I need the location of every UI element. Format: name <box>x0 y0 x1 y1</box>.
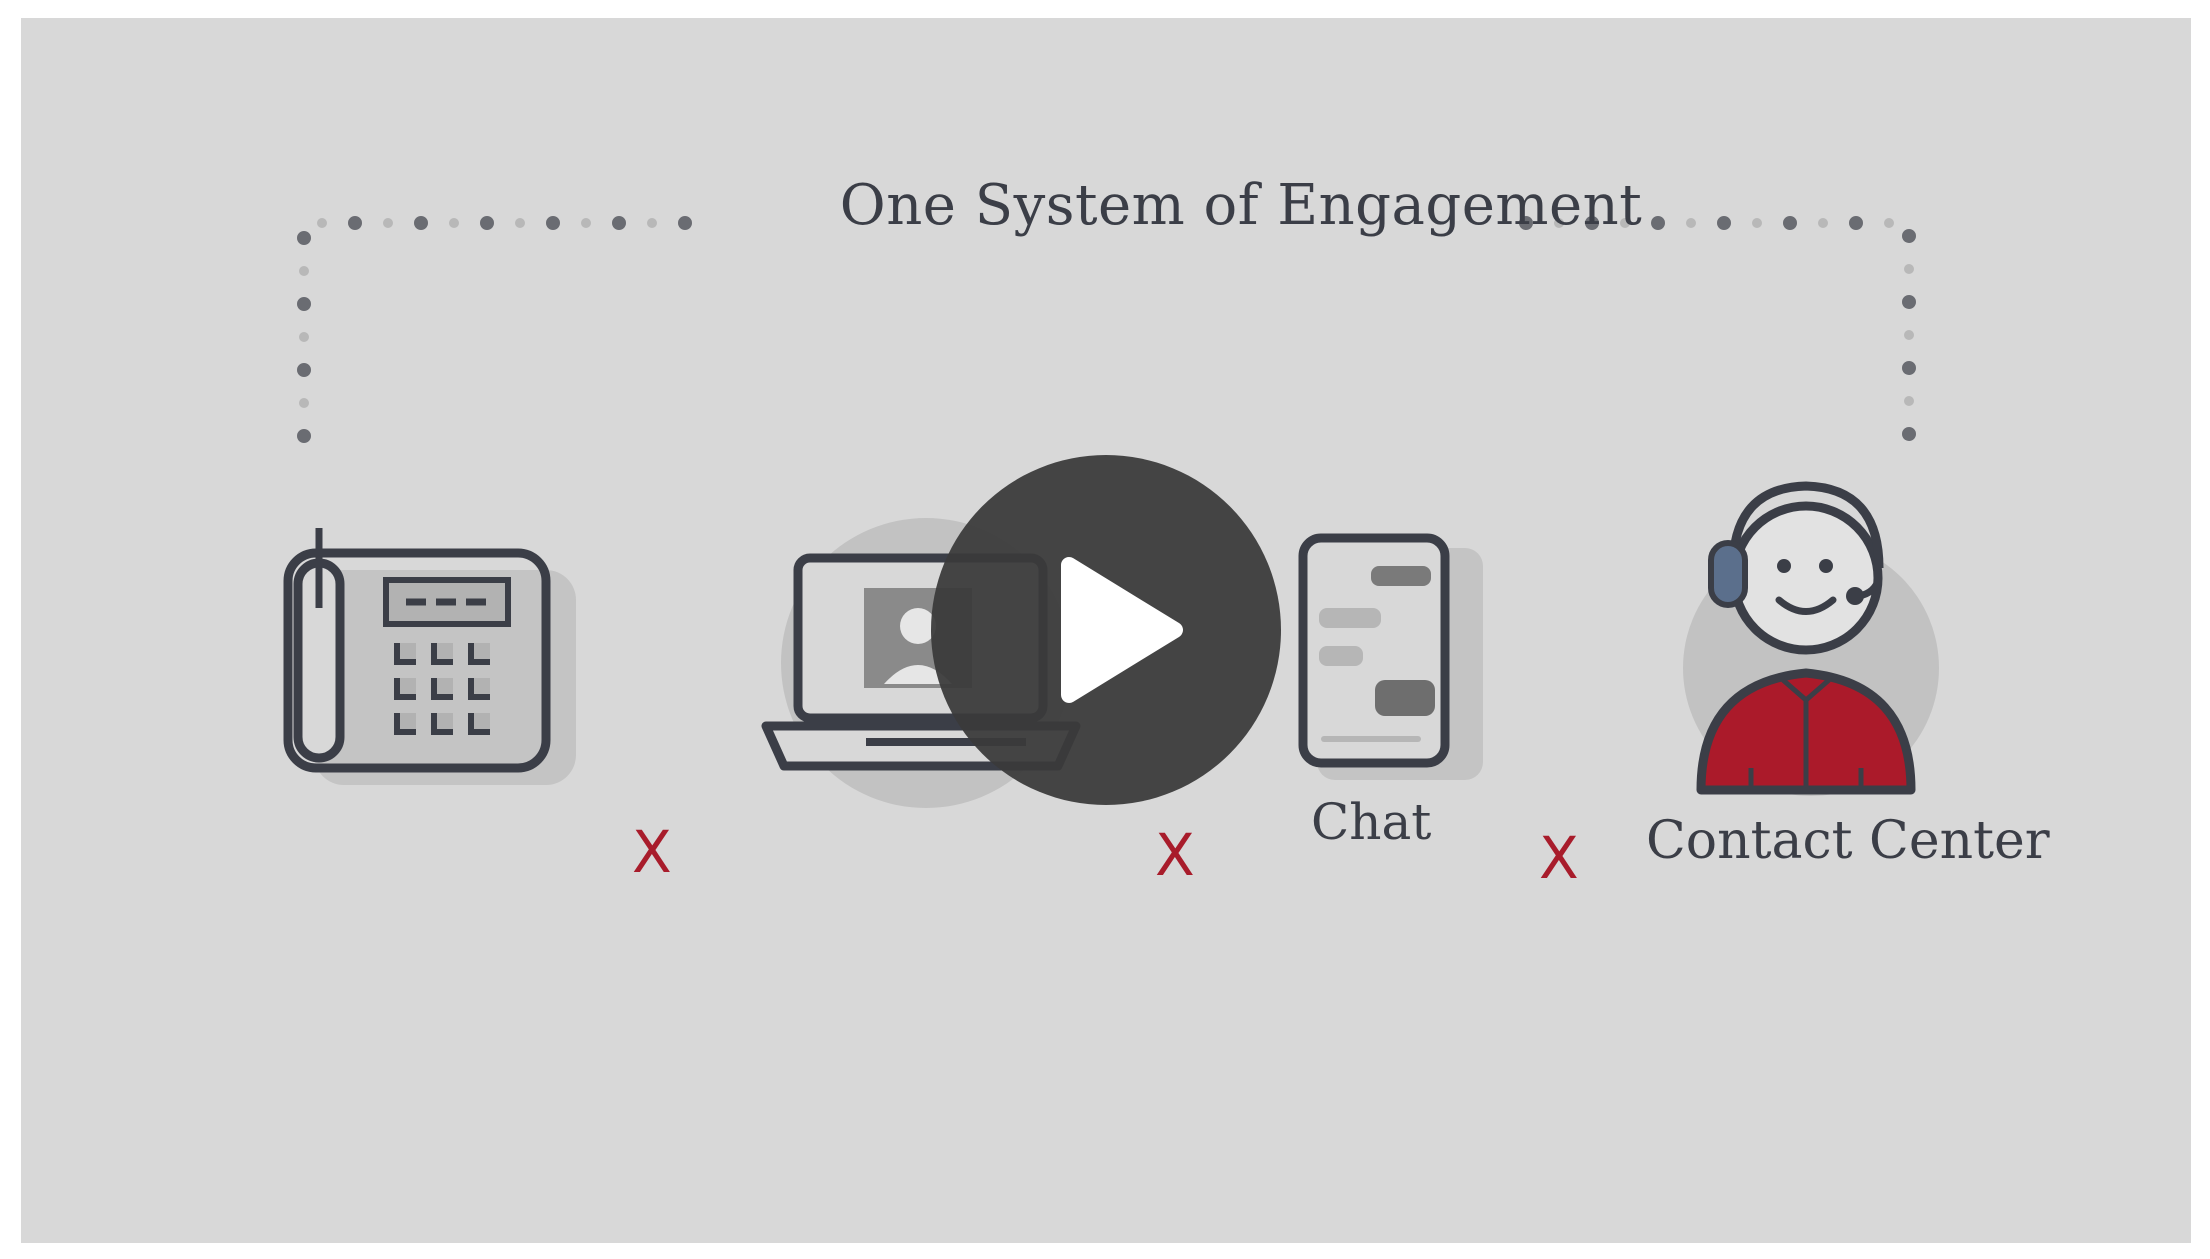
chat-phone-icon <box>1298 533 1483 780</box>
video-player[interactable]: One System of Engagement <box>21 18 2191 1243</box>
contact-center-agent-icon <box>1683 481 1939 796</box>
separator-x: X <box>1155 821 1195 889</box>
headline: One System of Engagement <box>839 173 1643 238</box>
separator-x: X <box>1539 824 1579 892</box>
desk-phone-icon <box>283 528 576 785</box>
play-icon <box>1061 557 1183 703</box>
play-button[interactable] <box>931 455 1281 805</box>
contact-center-label: Contact Center <box>1646 811 2050 871</box>
chat-label: Chat <box>1311 793 1432 851</box>
separator-x: X <box>632 818 672 886</box>
dotted-connector <box>297 216 1916 443</box>
